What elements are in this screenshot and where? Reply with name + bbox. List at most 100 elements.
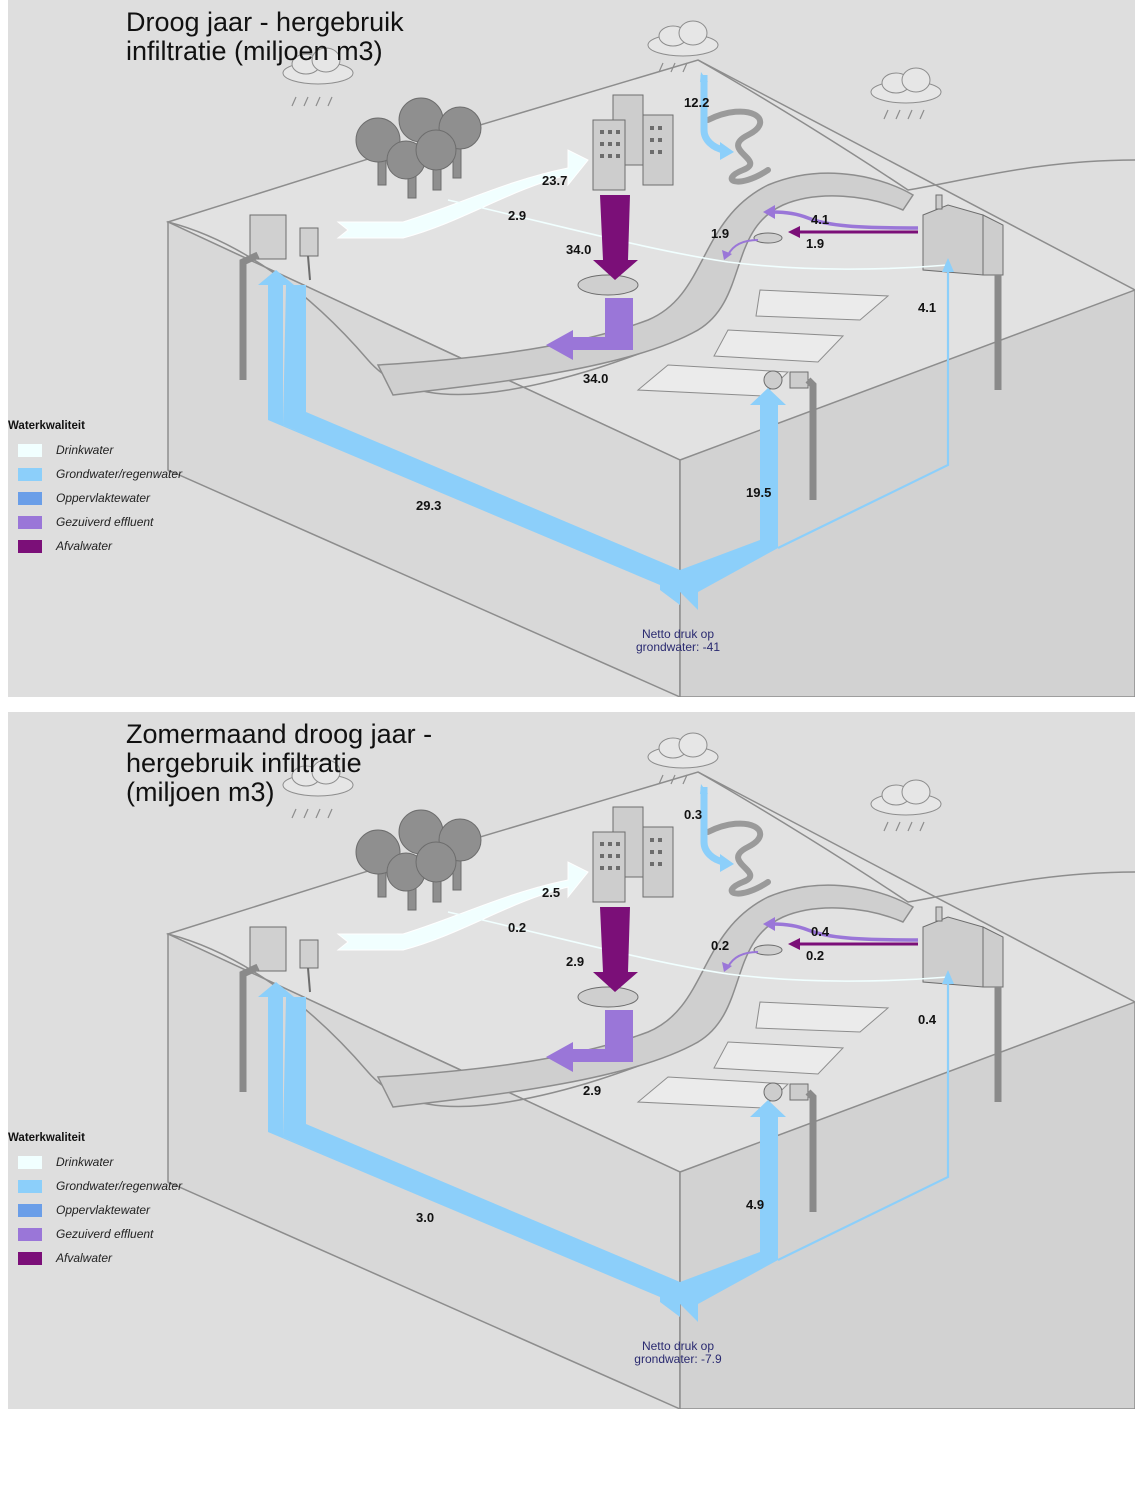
flow-groundwater-to-industry <box>777 980 950 1261</box>
legend-item-effluent: Gezuiverd effluent <box>8 1222 208 1246</box>
value-rain-to-nature: 0.3 <box>684 807 703 822</box>
river <box>376 884 915 1108</box>
forest-icon <box>355 809 482 911</box>
drinking-water-station-icon <box>239 926 319 1092</box>
field <box>713 1041 845 1075</box>
field <box>755 289 890 321</box>
net-groundwater-pressure: Netto druk op grondwater: -7.9 <box>608 1340 748 1366</box>
value-effluent-wwtp-to-river: 2.9 <box>583 1083 602 1098</box>
legend-item-grondwater: Grondwater/regenwater <box>8 1174 208 1198</box>
cloud-icon <box>870 67 942 104</box>
wetland <box>705 108 771 185</box>
legend-label: Grondwater/regenwater <box>56 1179 183 1193</box>
legend-label: Afvalwater <box>56 1251 113 1265</box>
cloud-icon <box>282 759 354 797</box>
flow-industry-effluent <box>772 922 919 942</box>
treatment-plant-tank-small <box>753 944 783 956</box>
legend-label: Grondwater/regenwater <box>56 467 183 481</box>
wetland <box>705 820 771 897</box>
cloud-icon <box>282 47 354 85</box>
net-pressure-line-2: grondwater: -41 <box>635 640 721 654</box>
legend-item-drinkwater: Drinkwater <box>8 1150 208 1174</box>
value-wastewater-city-to-wwtp: 34.0 <box>566 242 592 257</box>
treatment-plant-tank <box>577 274 639 296</box>
flow-groundwater-to-industry <box>777 268 950 549</box>
value-rain-to-nature: 12.2 <box>684 95 710 110</box>
value-reuse-to-river: 1.9 <box>711 226 730 241</box>
forest-icon <box>355 97 482 199</box>
legend-item-afvalwater: Afvalwater <box>8 1246 208 1270</box>
value-groundwater-to-industry: 4.1 <box>918 300 937 315</box>
flow-drinkwater-to-industry <box>447 911 949 982</box>
net-pressure-line-1: Netto druk op <box>641 1339 715 1353</box>
legend-item-oppervlaktewater: Oppervlaktewater <box>8 486 208 510</box>
legend-item-oppervlaktewater: Oppervlaktewater <box>8 1198 208 1222</box>
treatment-plant-tank-small <box>753 232 783 244</box>
flow-drinkwater-to-industry <box>447 199 949 270</box>
flow-reuse-to-river <box>727 239 759 256</box>
legend-swatch <box>18 1203 42 1217</box>
legend-label: Afvalwater <box>56 539 113 553</box>
field <box>713 329 845 363</box>
value-groundwater-to-industry: 0.4 <box>918 1012 937 1027</box>
pump-icon <box>763 1082 817 1212</box>
legend-label: Oppervlaktewater <box>56 1203 151 1217</box>
diagram-panel-dry-year: Droog jaar - hergebruik infiltratie (mil… <box>8 0 1135 697</box>
value-drinkwater-to-industry: 0.2 <box>508 920 527 935</box>
cloud-icon <box>647 732 719 769</box>
rain-icon <box>291 774 925 832</box>
flow-groundwater-to-drinkwater-upper <box>283 285 680 592</box>
flow-drinkwater-to-city <box>336 861 589 951</box>
flow-wastewater-city-to-wwtp <box>593 907 638 992</box>
legend-title: Waterkwaliteit <box>8 1132 85 1144</box>
city-buildings-icon <box>592 94 674 191</box>
legend-swatch <box>18 443 42 457</box>
diagram-panel-summer-month: Zomermaand droog jaar - hergebruik infil… <box>8 712 1135 1409</box>
value-industry-effluent: 0.4 <box>811 924 830 939</box>
legend-swatch <box>18 1179 42 1193</box>
flow-effluent-wwtp-to-river <box>546 298 633 360</box>
flow-groundwater-to-agriculture <box>680 1100 786 1322</box>
legend-swatch <box>18 539 42 553</box>
legend-label: Drinkwater <box>56 443 114 457</box>
legend-item-grondwater: Grondwater/regenwater <box>8 462 208 486</box>
legend: Waterkwaliteit Drinkwater Grondwater/reg… <box>8 420 208 558</box>
block-right-face <box>679 289 1135 697</box>
legend-swatch <box>18 515 42 529</box>
flow-groundwater-to-agriculture <box>680 388 786 610</box>
legend-item-afvalwater: Afvalwater <box>8 534 208 558</box>
legend-item-drinkwater: Drinkwater <box>8 438 208 462</box>
drinking-water-station-icon <box>239 214 319 380</box>
treatment-plant-tank <box>577 986 639 1008</box>
flow-industry-effluent <box>772 210 919 230</box>
diagram-title: Droog jaar - hergebruik infiltratie (mil… <box>126 7 404 66</box>
legend-swatch <box>18 1251 42 1265</box>
city-buildings-icon <box>592 806 674 903</box>
landscape-illustration <box>165 732 1135 1409</box>
legend-item-effluent: Gezuiverd effluent <box>8 510 208 534</box>
value-groundwater-to-agriculture: 4.9 <box>746 1197 765 1212</box>
net-pressure-line-1: Netto druk op <box>641 627 715 641</box>
legend-label: Oppervlaktewater <box>56 491 151 505</box>
legend: Waterkwaliteit Drinkwater Grondwater/reg… <box>8 1132 208 1270</box>
flow-groundwater-to-drinkwater-upper <box>283 997 680 1304</box>
river <box>376 172 915 396</box>
flow-wastewater-city-to-wwtp <box>593 195 638 280</box>
field <box>755 1001 890 1033</box>
pump-icon <box>763 370 817 500</box>
net-groundwater-pressure: Netto druk op grondwater: -41 <box>608 628 748 654</box>
value-groundwater-to-agriculture: 19.5 <box>746 485 772 500</box>
factory-icon <box>922 194 1004 390</box>
value-drinkwater-to-city: 2.5 <box>542 885 561 900</box>
value-reuse-to-river: 0.2 <box>711 938 730 953</box>
legend-swatch <box>18 467 42 481</box>
value-groundwater-to-drinkwater: 29.3 <box>416 498 442 513</box>
legend-title: Waterkwaliteit <box>8 420 85 432</box>
value-industry-effluent: 4.1 <box>811 212 830 227</box>
value-groundwater-to-drinkwater: 3.0 <box>416 1210 435 1225</box>
flow-drinkwater-to-city <box>336 149 589 239</box>
landscape-illustration <box>165 20 1135 697</box>
rain-icon <box>291 62 925 120</box>
legend-label: Drinkwater <box>56 1155 114 1169</box>
factory-icon <box>922 906 1004 1102</box>
